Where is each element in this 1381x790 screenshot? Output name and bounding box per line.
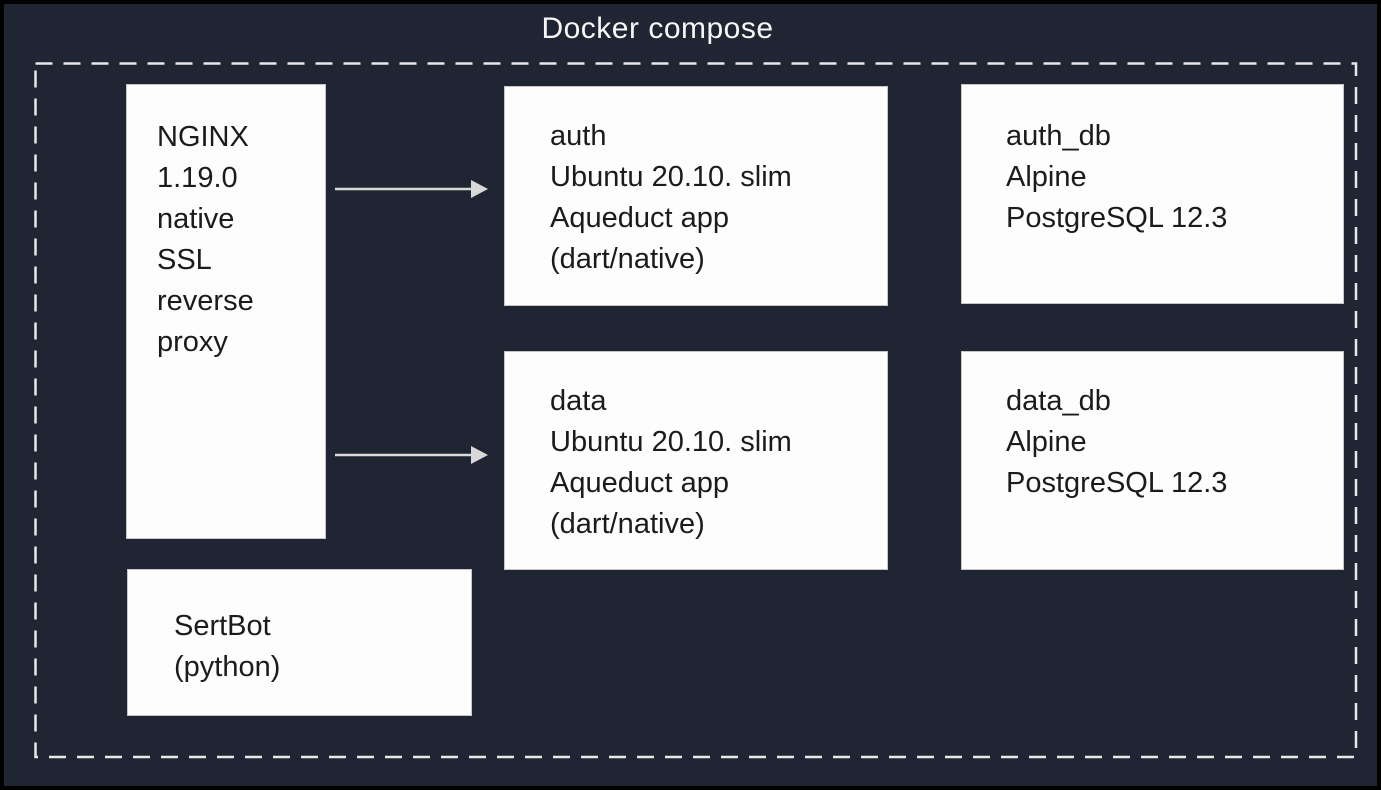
node-text-line: native: [157, 203, 235, 235]
arrowhead-icon: [471, 446, 488, 464]
node-data-service: data Ubuntu 20.10. slim Aqueduct app (da…: [504, 351, 888, 570]
arrow-nginx-to-data: [335, 446, 488, 464]
arrow-nginx-to-auth: [335, 180, 488, 198]
node-text-line: reverse: [157, 285, 254, 317]
node-text-line: data_db: [1006, 385, 1111, 417]
node-text-line: auth: [550, 120, 607, 152]
node-nginx-reverse-proxy: NGINX 1.19.0 native SSL reverse proxy: [126, 84, 326, 539]
diagram-title: Docker compose: [541, 12, 774, 45]
node-text-line: SertBot: [174, 610, 271, 642]
node-text-line: proxy: [157, 326, 228, 358]
node-text-line: NGINX: [157, 121, 249, 153]
node-text-line: Aqueduct app: [550, 202, 729, 234]
node-text-line: 1.19.0: [157, 162, 238, 194]
node-text-line: PostgreSQL 12.3: [1006, 202, 1228, 234]
node-text-line: SSL: [157, 244, 212, 276]
node-text-line: (python): [174, 651, 281, 683]
node-text-line: auth_db: [1006, 120, 1111, 152]
node-sertbot: SertBot (python): [127, 569, 472, 716]
node-text-line: Alpine: [1006, 161, 1087, 193]
node-auth-service: auth Ubuntu 20.10. slim Aqueduct app (da…: [504, 86, 888, 306]
node-text-line: Ubuntu 20.10. slim: [550, 161, 792, 193]
node-text-line: Alpine: [1006, 426, 1087, 458]
node-auth-db: auth_db Alpine PostgreSQL 12.3: [961, 84, 1344, 304]
node-text-line: (dart/native): [550, 243, 705, 275]
node-text-line: PostgreSQL 12.3: [1006, 467, 1228, 499]
arrowhead-icon: [471, 180, 488, 198]
node-text-line: (dart/native): [550, 508, 705, 540]
node-text-line: Ubuntu 20.10. slim: [550, 426, 792, 458]
node-data-db: data_db Alpine PostgreSQL 12.3: [961, 351, 1344, 570]
node-text-line: data: [550, 385, 607, 417]
node-text-line: Aqueduct app: [550, 467, 729, 499]
